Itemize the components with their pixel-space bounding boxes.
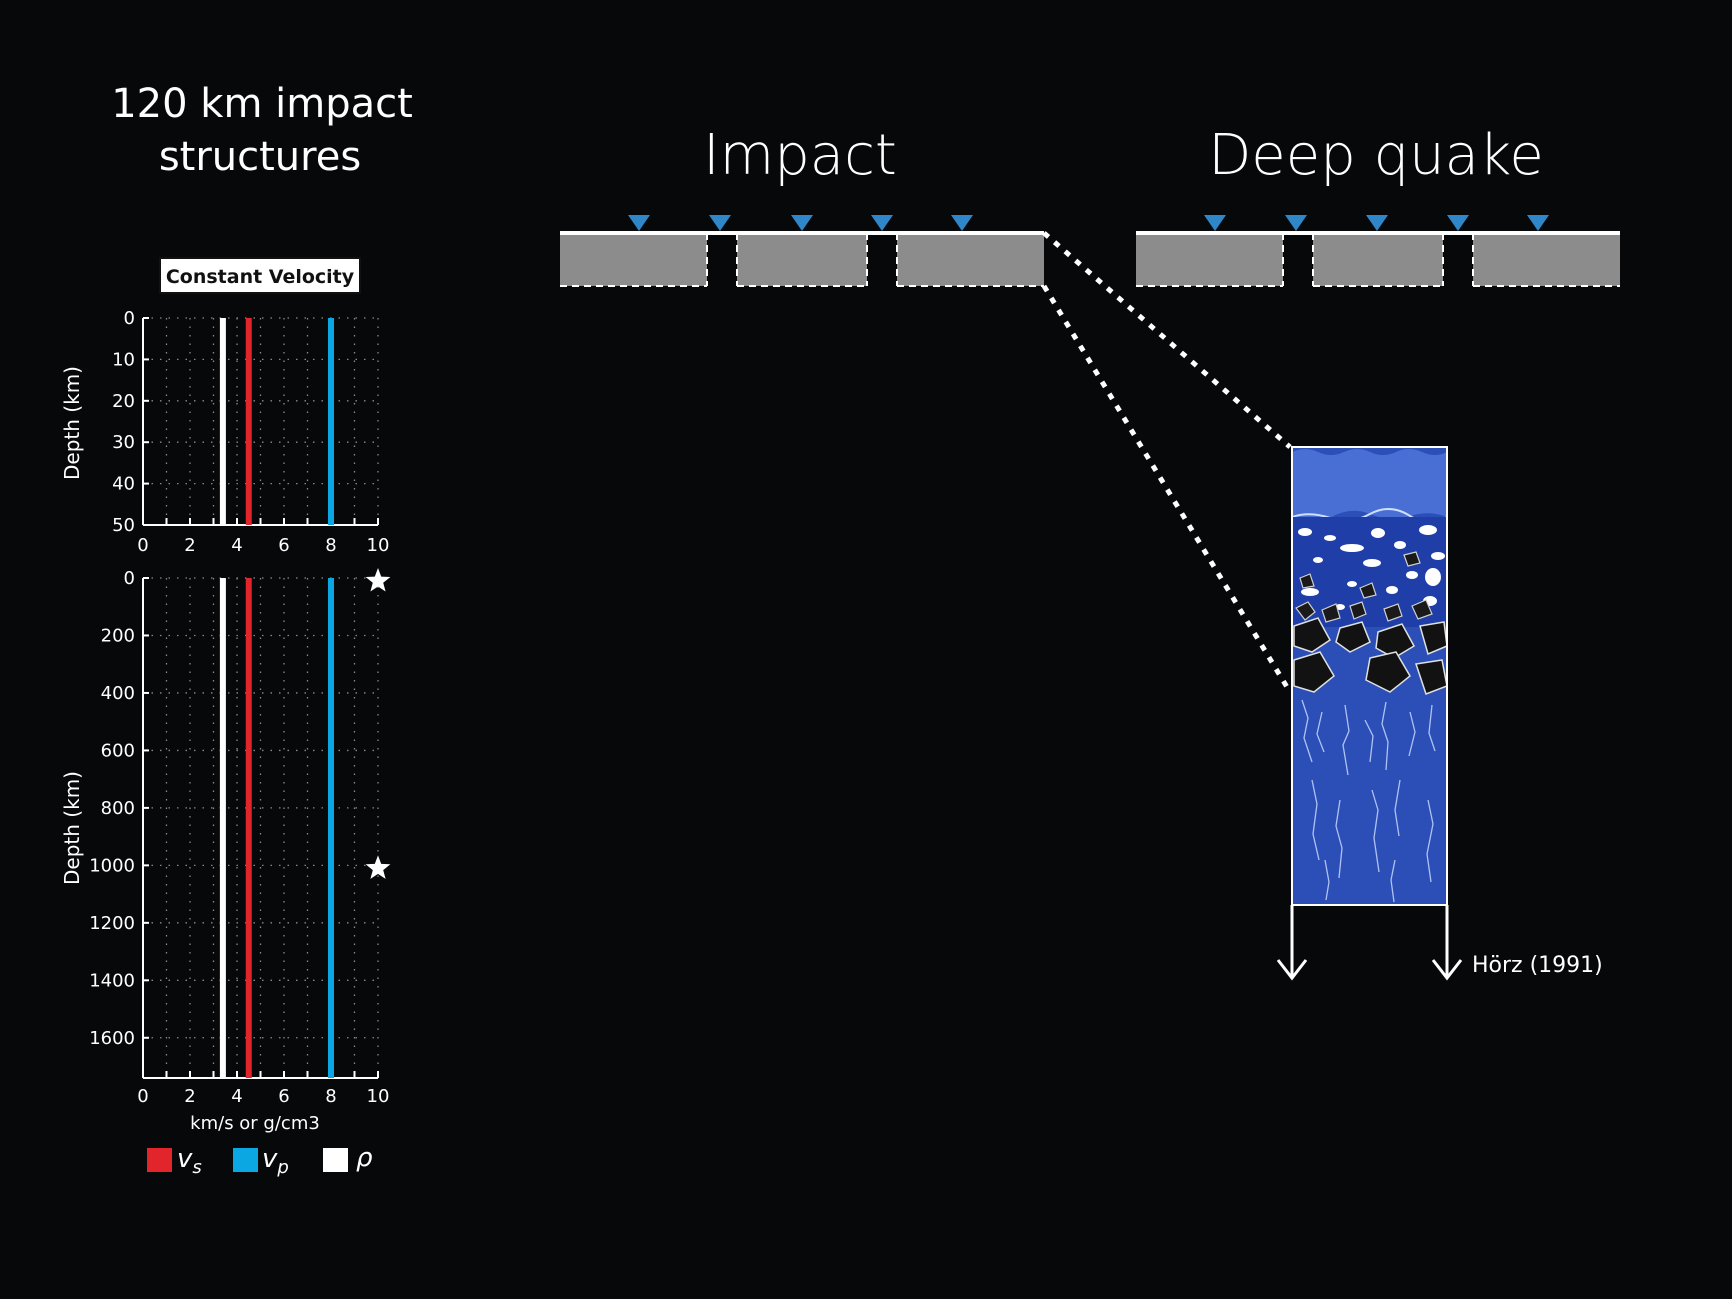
upper-y-axis-label: Depth (km) (60, 366, 84, 480)
impact-block-diagram (560, 215, 1044, 287)
y-tick-label: 1600 (89, 1028, 135, 1049)
zoom-line-bottom (1041, 284, 1293, 694)
y-tick-label: 30 (112, 432, 135, 453)
y-tick-label: 0 (124, 568, 135, 589)
station-triangle (1366, 215, 1388, 231)
down-arrows (1276, 905, 1463, 981)
x-axis-label: km/s or g/cm3 (190, 1113, 320, 1134)
impact-block-2 (737, 233, 867, 286)
deep-quake-block-3 (1473, 233, 1620, 286)
y-tick-label: 600 (101, 740, 135, 761)
deep-quake-block-dashed-edges (1136, 233, 1620, 287)
arrow-right-icon (1431, 905, 1463, 981)
lower-y-axis-label: Depth (km) (60, 771, 84, 885)
station-triangle (709, 215, 731, 231)
station-triangle (1204, 215, 1226, 231)
x-tick-label: 10 (367, 535, 390, 556)
y-tick-label: 0 (124, 308, 135, 329)
station-triangle (1285, 215, 1307, 231)
y-tick-label: 1400 (89, 970, 135, 991)
x-tick-label: 6 (278, 1086, 289, 1107)
station-triangle (1527, 215, 1549, 231)
x-tick-label: 2 (184, 1086, 195, 1107)
megaregolith-column (1276, 446, 1463, 981)
y-tick-label: 1200 (89, 913, 135, 934)
legend-swatch-vp (233, 1148, 258, 1172)
y-tick-label: 20 (112, 391, 135, 412)
main-title-line2: structures (159, 134, 361, 180)
x-tick-label: 2 (184, 535, 195, 556)
star-icon (365, 568, 391, 592)
legend: vs vp ρ (147, 1143, 373, 1178)
profile-label: Constant Velocity (166, 266, 355, 288)
deep-quake-block-1 (1136, 233, 1283, 286)
deep-quake-block-2 (1313, 233, 1443, 286)
legend-label-vp: vp (262, 1144, 289, 1178)
legend-label-vs: vs (177, 1144, 202, 1178)
impact-block-dashed-edges (560, 233, 1044, 287)
zoom-line-top (1042, 231, 1292, 449)
station-triangle (791, 215, 813, 231)
breccia-clasts (1295, 551, 1433, 623)
x-tick-label: 0 (137, 1086, 148, 1107)
legend-label-rho: ρ (356, 1143, 373, 1173)
legend-swatch-vs (147, 1148, 172, 1172)
x-tick-label: 6 (278, 535, 289, 556)
x-tick-label: 4 (231, 535, 242, 556)
fracture-lines (1301, 699, 1436, 903)
large-blocks (1293, 617, 1447, 695)
station-triangle (871, 215, 893, 231)
station-triangle (628, 215, 650, 231)
deep-quake-block-diagram (1136, 215, 1620, 287)
arrow-left-icon (1276, 905, 1308, 981)
x-tick-label: 0 (137, 535, 148, 556)
impact-title: Impact (703, 123, 897, 188)
ejecta-fragments (1298, 525, 1445, 610)
x-tick-label: 8 (325, 1086, 336, 1107)
regolith-layer (1292, 449, 1447, 524)
x-tick-label: 10 (367, 1086, 390, 1107)
y-tick-label: 200 (101, 625, 135, 646)
x-tick-label: 4 (231, 1086, 242, 1107)
y-tick-label: 1000 (89, 855, 135, 876)
y-tick-label: 400 (101, 683, 135, 704)
y-tick-label: 10 (112, 349, 135, 370)
star-icon (365, 855, 391, 879)
profile-label-box (159, 257, 361, 294)
station-triangle (1447, 215, 1469, 231)
x-tick-label: 8 (325, 535, 336, 556)
y-tick-label: 800 (101, 798, 135, 819)
depth-profile-chart-upper: 0 2 4 6 8 10 0 10 20 30 40 50 (112, 308, 389, 556)
citation: Hörz (1991) (1472, 953, 1603, 978)
deep-quake-title: Deep quake (1208, 123, 1544, 188)
impact-block-1 (560, 233, 707, 286)
depth-profile-chart-lower: 0 2 4 6 8 10 0 200 400 600 800 1000 1200 1400 1600 (89, 568, 391, 1107)
y-tick-label: 40 (112, 474, 135, 495)
legend-swatch-rho (323, 1148, 348, 1172)
main-title-line1: 120 km impact (111, 81, 413, 127)
y-tick-label: 50 (112, 515, 135, 536)
impact-block-3 (897, 233, 1044, 286)
station-triangle (951, 215, 973, 231)
